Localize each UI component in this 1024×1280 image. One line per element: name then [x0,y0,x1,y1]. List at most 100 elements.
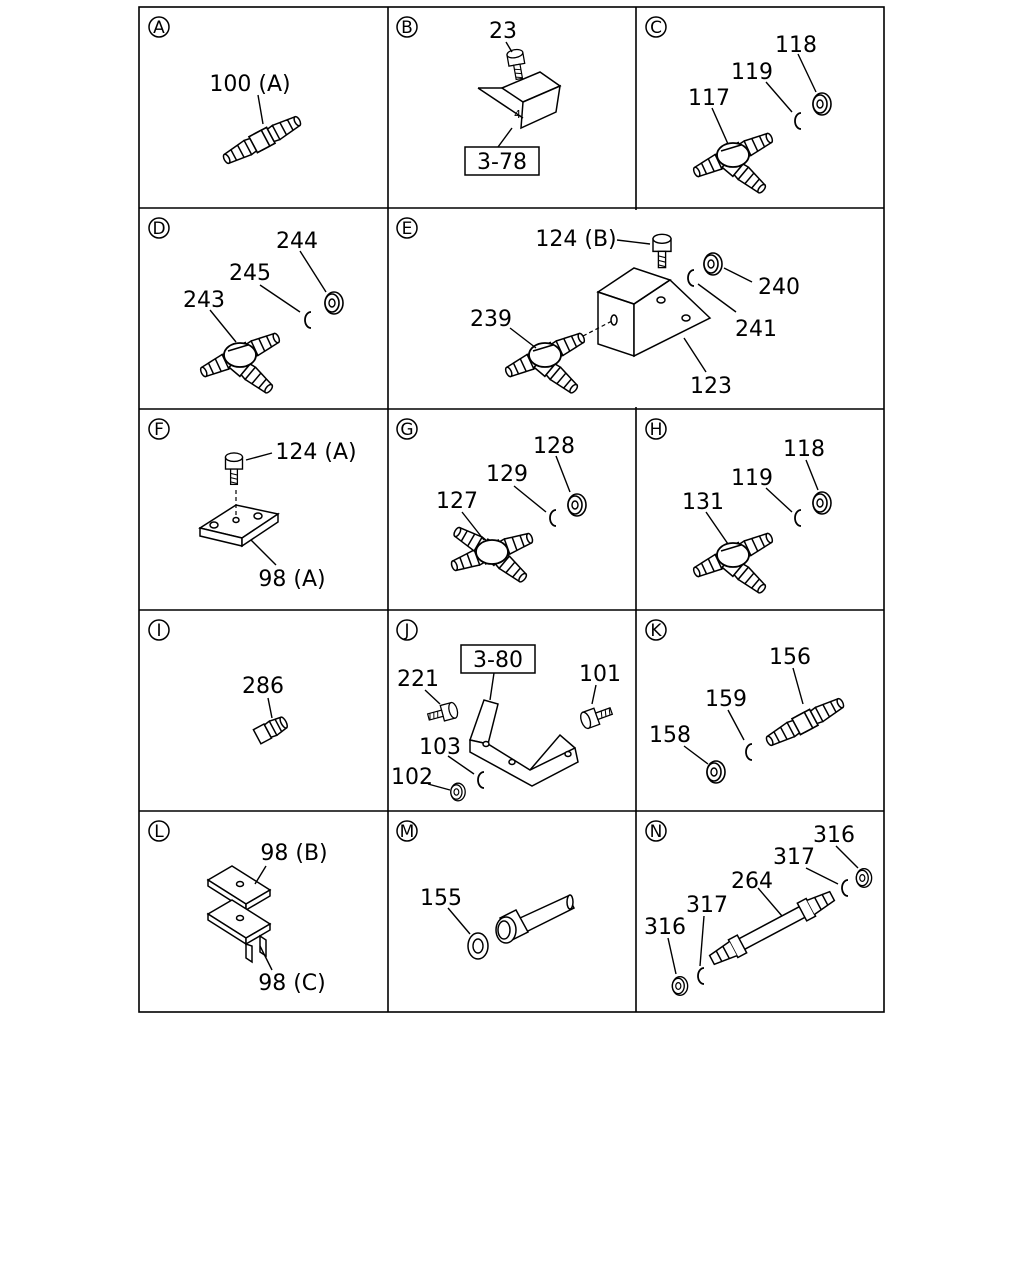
panel-letter: M [400,822,415,842]
callout-label: 98 (B) [260,841,327,866]
panel-a: A 100 (A) [148,16,305,169]
panel-d: D 244 245 243 [148,217,344,397]
bolt-icon [505,47,528,81]
nut-icon [706,760,726,784]
snap-ring-icon [687,269,695,287]
reference-box-label: 3-78 [477,150,527,175]
panel-letter: D [152,219,165,239]
tee-fitting-icon [198,329,283,397]
callout-label: 23 [489,19,517,44]
bracket-icon: 4 [477,71,562,130]
nut-icon [450,782,466,802]
callout-label: 245 [229,261,271,286]
plate-icon [198,504,280,548]
angle-bracket-icon [596,267,712,358]
nut-icon [671,975,689,997]
nut-icon [855,867,873,889]
callout-label: 103 [419,735,461,760]
callout-label: 129 [486,462,528,487]
panel-letter: E [402,219,413,239]
callout-label: 119 [731,466,773,491]
callout-label: 117 [688,86,730,111]
callout-label: 264 [731,869,773,894]
panel-l: L 98 (B) 98 (C) [148,820,328,996]
bracket-icon [469,699,579,787]
panel-j: J 3-80 221 101 103 102 [391,619,621,802]
callout-label: 243 [183,288,225,313]
snap-ring-icon [794,112,802,130]
svg-text:4: 4 [514,108,521,121]
callout-label: 123 [690,374,732,399]
panel-letter: G [400,420,413,440]
nut-icon [324,291,344,315]
tee-fitting-icon [503,329,588,397]
callout-label: 118 [775,33,817,58]
pipe-fitting-icon [495,894,576,944]
bolt-icon [425,700,460,726]
panel-h: H 118 119 131 [645,418,832,597]
panel-grid [138,6,885,1013]
callout-label: 244 [276,229,318,254]
callout-label: 100 (A) [209,72,290,97]
bolt-icon [652,233,672,269]
reference-box-label: 3-80 [473,648,523,673]
panel-i: I 286 [148,619,288,745]
plug-icon [252,716,288,745]
cross-fitting-icon [448,522,536,588]
snap-ring-icon [477,771,485,789]
bolt-icon [578,702,615,731]
callout-label: 316 [644,915,686,940]
snap-ring-icon [697,967,705,985]
callout-label: 128 [533,434,575,459]
callout-label: 127 [436,489,478,514]
hose-connector-icon [762,693,848,751]
callout-label: 286 [242,674,284,699]
panel-letter: J [403,621,409,641]
panel-b: B 4 23 3-78 [396,16,562,176]
panel-e: E 124 (B) 240 241 239 123 [396,217,800,399]
plate-icon [206,865,272,912]
bolt-icon [224,452,244,486]
snap-ring-icon [841,879,849,897]
callout-label: 102 [391,765,433,790]
panel-letter: A [153,18,165,38]
callout-label: 118 [783,437,825,462]
clip-bracket-icon [206,899,272,964]
panel-letter: L [154,822,164,842]
callout-label: 240 [758,275,800,300]
nut-icon [567,493,587,517]
nut-icon [812,92,832,116]
panel-letter: K [650,621,662,641]
panel-letter: C [650,18,662,38]
panel-letter: B [401,18,413,38]
callout-label: 119 [731,60,773,85]
callout-label: 98 (A) [258,567,325,592]
panel-k: K 156 159 158 [645,619,848,784]
callout-label: 98 (C) [258,971,326,996]
callout-label: 124 (B) [535,227,616,252]
panel-letter: F [154,420,164,440]
snap-ring-icon [304,311,312,329]
callout-label: 159 [705,687,747,712]
callout-label: 317 [773,845,815,870]
union-fitting-icon [708,890,836,966]
snap-ring-icon [794,509,802,527]
tee-fitting-icon [691,129,776,197]
nut-icon [703,252,723,276]
panel-n: N 316 317 264 317 316 [644,820,873,997]
callout-label: 158 [649,723,691,748]
panel-letter: N [650,822,663,842]
callout-label: 239 [470,307,512,332]
panel-m: M 155 [396,820,576,960]
callout-label: 155 [420,886,462,911]
callout-label: 124 (A) [275,440,356,465]
callout-label: 101 [579,662,621,687]
callout-label: 156 [769,645,811,670]
callout-label: 221 [397,667,439,692]
callout-label: 131 [682,490,724,515]
tee-fitting-icon [691,529,776,597]
callout-label: 317 [686,893,728,918]
snap-ring-icon [549,509,557,527]
panel-letter: H [650,420,663,440]
